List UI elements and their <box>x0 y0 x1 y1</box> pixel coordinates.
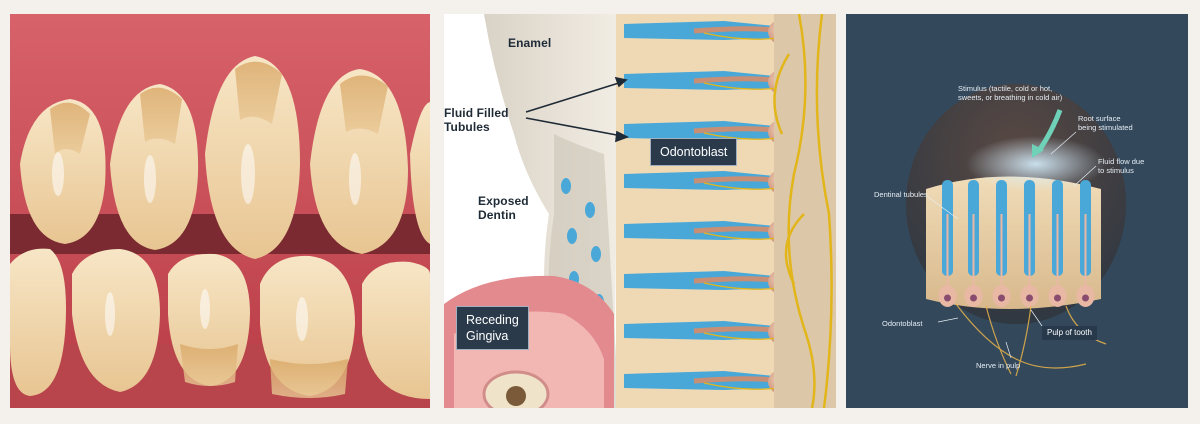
odontoblast-process <box>693 76 775 84</box>
nerve-fiber <box>703 332 780 340</box>
pointer-lines-3 <box>927 131 1097 359</box>
odontoblast-process <box>693 226 775 234</box>
lower-teeth <box>10 248 430 399</box>
nerve-fiber <box>703 282 780 290</box>
stimulus-glow <box>966 136 1106 192</box>
nerve-fiber <box>703 82 780 90</box>
teeth-photo <box>10 14 430 408</box>
cell-nucleus <box>944 294 951 302</box>
label-dentinal-tubules: Dentinal tubules <box>874 190 928 199</box>
nerve-fiber <box>703 182 780 190</box>
label-receding-gingiva: Receding Gingiva <box>456 306 529 350</box>
label-odontoblast-3: Odontoblast <box>882 319 923 328</box>
nerve-fiber <box>703 232 780 240</box>
nerve-fiber <box>703 382 780 390</box>
label-enamel: Enamel <box>508 36 552 50</box>
label-exposed-dentin: Exposed Dentin <box>478 194 529 222</box>
label-stimulus: Stimulus (tactile, cold or hot, sweets, … <box>958 84 1063 102</box>
tooth-highlights <box>52 144 361 341</box>
cell-nucleus <box>1026 294 1033 302</box>
odontoblast-process <box>693 376 775 384</box>
cell-nucleus <box>998 294 1005 302</box>
dentin-cross-section-panel: Enamel Fluid Filled Tubules Exposed Dent… <box>444 14 836 408</box>
nerve-fiber <box>703 132 780 140</box>
teeth-photo-panel <box>10 14 430 408</box>
fluid-flow-mechanism-panel: Stimulus (tactile, cold or hot, sweets, … <box>846 14 1188 408</box>
odontoblast-process <box>693 126 775 134</box>
cell-nucleus <box>970 294 977 302</box>
nerve-fibers <box>773 14 833 408</box>
cell-nucleus <box>1082 294 1089 302</box>
odontoblast-process <box>693 276 775 284</box>
nerve-fiber <box>703 32 780 40</box>
mechanism-illustration <box>846 14 1188 408</box>
cell-nucleus <box>1054 294 1061 302</box>
odontoblast-process <box>693 26 775 34</box>
odontoblast-process <box>693 326 775 334</box>
label-root-surface: Root surface being stimulated <box>1078 114 1133 132</box>
dentinal-tubules-3 <box>938 180 1095 307</box>
pointer-arrows <box>525 76 630 143</box>
label-fluid-filled-tubules: Fluid Filled Tubules <box>444 106 509 134</box>
label-odontoblast: Odontoblast <box>650 138 738 166</box>
odontoblast-process <box>693 176 775 184</box>
label-fluid-flow: Fluid flow due to stimulus <box>1098 157 1145 175</box>
label-pulp-of-tooth: Pulp of tooth <box>1042 326 1097 340</box>
label-nerve-in-pulp: Nerve in pulp <box>976 361 1021 370</box>
